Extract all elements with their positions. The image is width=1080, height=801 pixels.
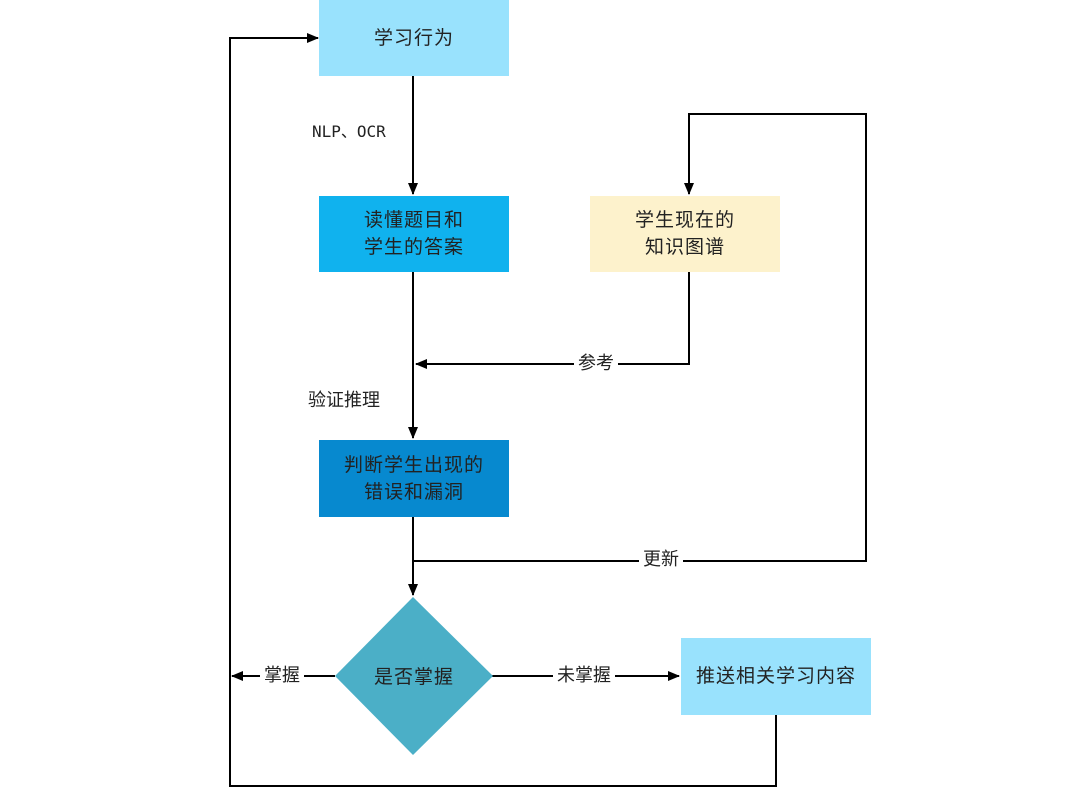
- decision-label: 是否掌握: [373, 665, 454, 688]
- node-read-question: 读懂题目和 学生的答案: [319, 196, 509, 272]
- edge-push-loop: [229, 33, 777, 787]
- node-knowledge-graph-label: 学生现在的 知识图谱: [634, 209, 735, 258]
- edge-label-update: 更新: [639, 549, 683, 571]
- edge-label-not-mastered: 未掌握: [553, 665, 615, 687]
- edge-update-loop: [413, 113, 867, 562]
- node-judge-errors-label: 判断学生出现的 错误和漏洞: [343, 453, 484, 503]
- node-learning-behavior: 学习行为: [319, 0, 509, 76]
- node-knowledge-graph: 学生现在的 知识图谱: [590, 196, 780, 272]
- decision-diamond: [335, 597, 493, 755]
- node-push-content-label: 推送相关学习内容: [695, 665, 856, 687]
- edge-label-reference: 参考: [574, 353, 618, 375]
- node-judge-errors: 判断学生出现的 错误和漏洞: [319, 440, 509, 517]
- edge-label-nlp-ocr: NLP、OCR: [312, 122, 386, 141]
- edge-graph-reference: [415, 272, 690, 369]
- node-read-question-label: 读懂题目和 学生的答案: [363, 209, 464, 258]
- edge-label-mastered: 掌握: [260, 665, 304, 687]
- node-learning-behavior-label: 学习行为: [373, 26, 454, 49]
- node-push-content: 推送相关学习内容: [681, 638, 871, 715]
- edge-label-verify-reasoning: 验证推理: [308, 390, 380, 411]
